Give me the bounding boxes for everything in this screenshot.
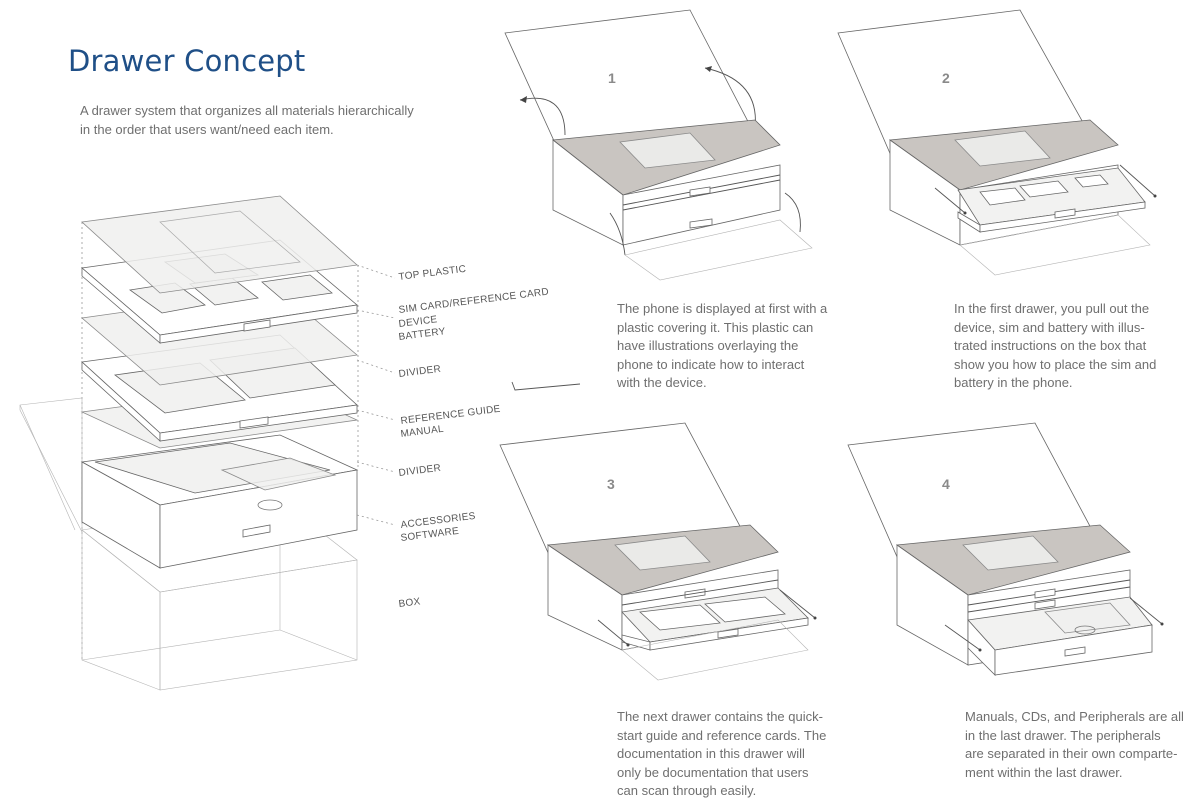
step-3-diagram xyxy=(499,422,817,681)
top-plastic-layer xyxy=(81,195,358,294)
caption-line: show you how to place the sim and xyxy=(954,356,1157,372)
step-1-caption: The phone is displayed at first with a p… xyxy=(617,300,852,393)
step-number-3: 3 xyxy=(607,476,615,492)
step-number-2: 2 xyxy=(942,70,950,86)
caption-line: ment within the last drawer. xyxy=(965,764,1123,780)
caption-line: The next drawer contains the quick- xyxy=(617,709,823,724)
caption-line: with the device. xyxy=(617,375,707,390)
caption-line: device, sim and battery with illus- xyxy=(954,319,1145,335)
subtitle-line: A drawer system that organizes all mater… xyxy=(80,103,414,118)
caption-line: The phone is displayed at first with a xyxy=(617,301,828,316)
step-3-caption: The next drawer contains the quick- star… xyxy=(617,708,845,801)
accessories-drawer-layer xyxy=(80,434,359,569)
caption-line: are separated in their own comparte- xyxy=(965,746,1178,761)
caption-line: can scan through easily. xyxy=(617,783,757,798)
subtitle-line: in the order that users want/need each i… xyxy=(80,122,334,137)
step-4-caption: Manuals, CDs, and Peripherals are all in… xyxy=(965,708,1195,782)
step-2-caption: In the first drawer, you pull out the de… xyxy=(954,300,1179,393)
step-1-diagram xyxy=(504,9,813,281)
caption-line: battery in the phone. xyxy=(954,375,1073,390)
caption-line: in the last drawer. The peripherals xyxy=(965,727,1161,743)
step-2-diagram xyxy=(837,9,1157,276)
caption-line: only be documentation that users xyxy=(617,764,809,780)
caption-line: start guide and reference cards. The xyxy=(617,727,827,743)
page-subtitle: A drawer system that organizes all mater… xyxy=(80,101,460,139)
page-title: Drawer Concept xyxy=(68,44,306,78)
caption-line: have illustrations overlaying the xyxy=(617,338,799,353)
caption-line: plastic covering it. This plastic can xyxy=(617,319,814,335)
exploded-view-diagram xyxy=(19,195,396,691)
caption-line: documentation in this drawer will xyxy=(617,746,805,761)
caption-line: phone to indicate how to interact xyxy=(617,356,805,372)
step-4-diagram xyxy=(847,422,1164,676)
caption-line: In the first drawer, you pull out the xyxy=(954,301,1150,316)
step-number-4: 4 xyxy=(942,476,950,492)
step-number-1: 1 xyxy=(608,70,616,86)
caption-line: trated instructions on the box that xyxy=(954,338,1147,353)
caption-line: Manuals, CDs, and Peripherals are all xyxy=(965,709,1184,724)
